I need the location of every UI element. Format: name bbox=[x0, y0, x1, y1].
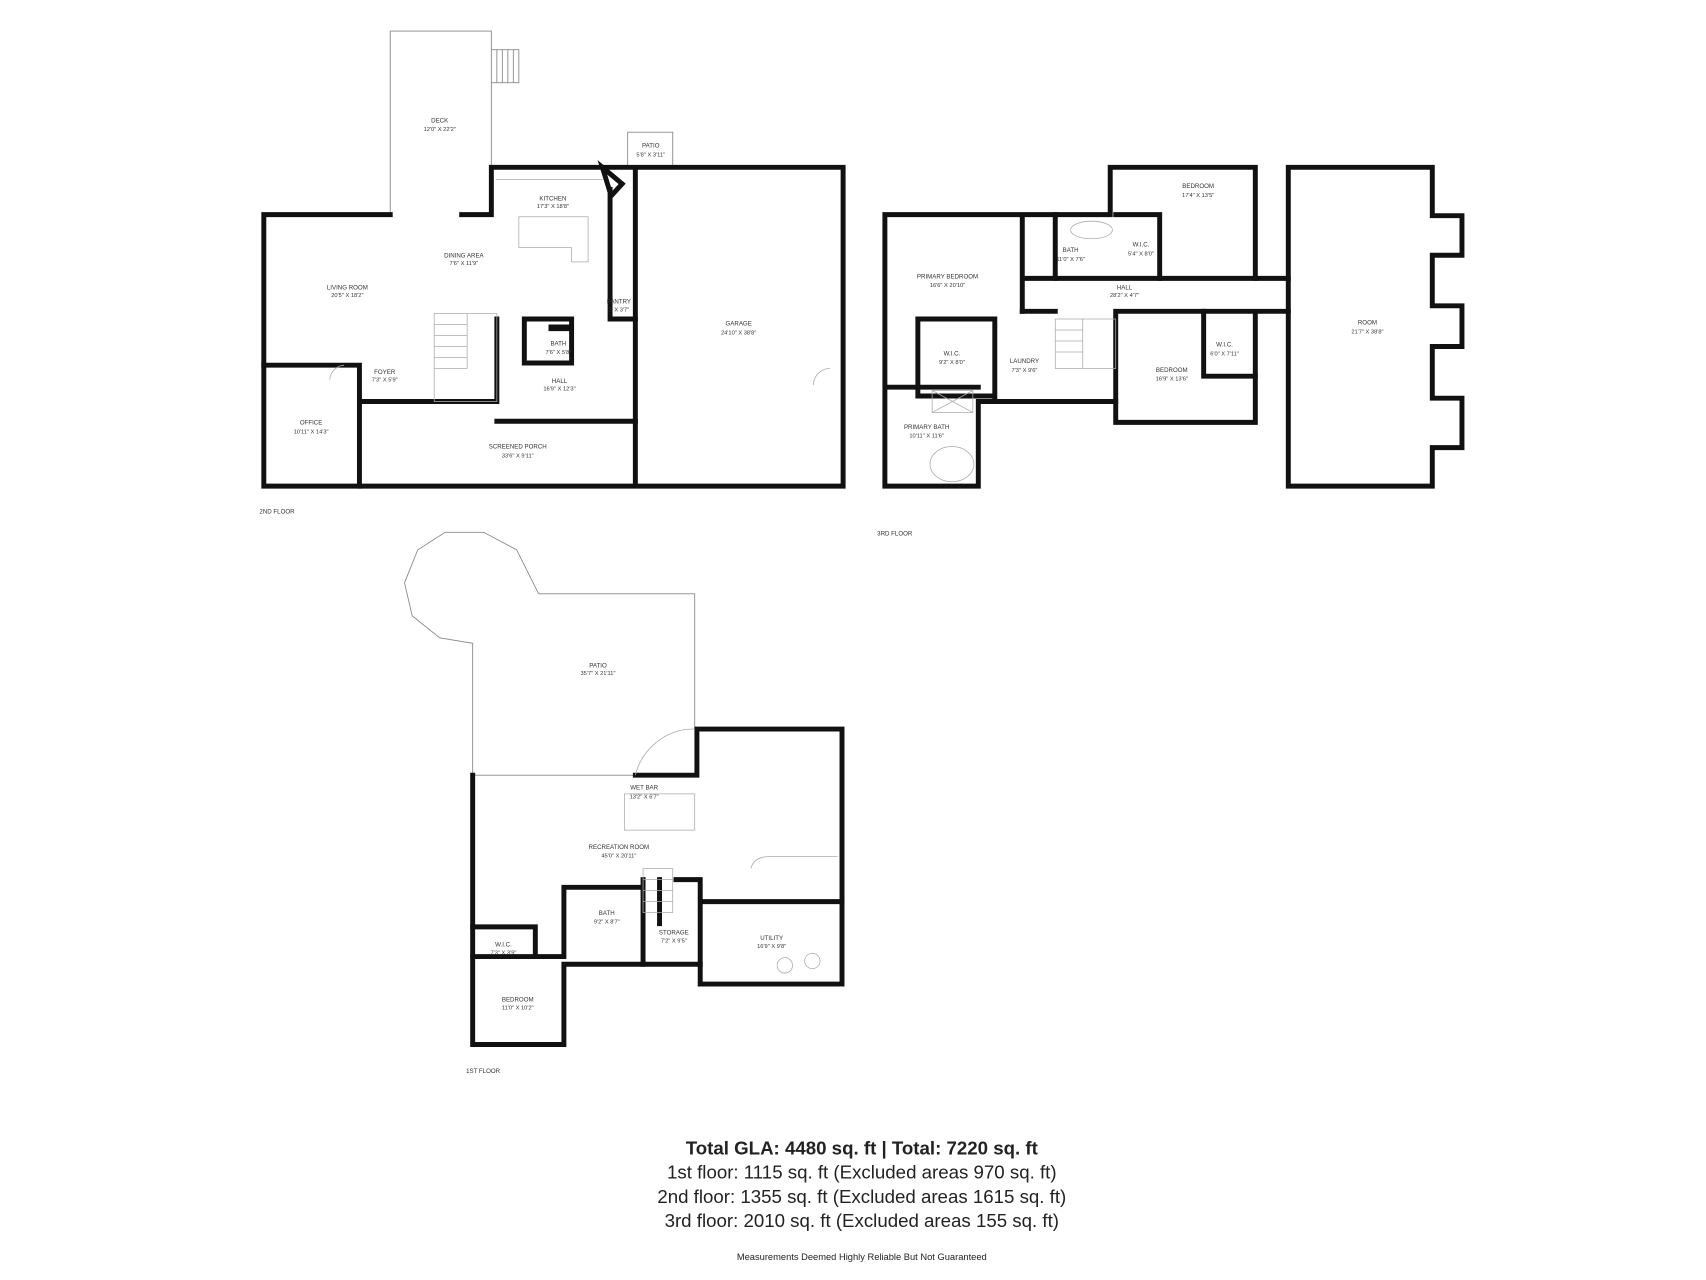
room-dimensions: 7'6" X 11'9" bbox=[450, 261, 479, 267]
room-dimensions: 10'11" X 14'3" bbox=[294, 429, 329, 435]
room-dimensions: 10'11" X 11'6" bbox=[909, 434, 944, 440]
room-dimensions: 6'0" X 7'11" bbox=[1210, 351, 1239, 357]
floor-label: 1ST FLOOR bbox=[466, 1068, 501, 1075]
room-dimensions: 9'2" X 8'0" bbox=[939, 360, 965, 366]
room-name: DINING AREA bbox=[444, 252, 484, 259]
room-dimensions: 16'9" X 12'3" bbox=[543, 386, 575, 392]
floor-label: 2ND FLOOR bbox=[259, 509, 295, 516]
room-name: BATH bbox=[1063, 247, 1079, 254]
second-floor-area: 2nd floor: 1355 sq. ft (Excluded areas 1… bbox=[657, 1186, 1066, 1207]
room-name: OFFICE bbox=[300, 420, 323, 427]
room-name: UTILITY bbox=[760, 935, 783, 942]
room-name: W.I.C. bbox=[1216, 342, 1233, 349]
room-name: GARAGE bbox=[726, 321, 752, 328]
room-dimensions: 13'2" X 6'7" bbox=[630, 794, 659, 800]
room-name: PANTRY bbox=[607, 299, 631, 306]
room-dimensions: 24'10" X 38'8" bbox=[721, 330, 756, 336]
room-name: WET BAR bbox=[630, 784, 658, 791]
room-name: BEDROOM bbox=[1156, 367, 1188, 374]
room-name: W.I.C. bbox=[944, 350, 961, 357]
room-dimensions: 5'8" X 3'11" bbox=[636, 152, 665, 158]
room-dimensions: 11'0" X 7'6" bbox=[1056, 257, 1085, 263]
room-name: DECK bbox=[431, 117, 449, 124]
room-dimensions: 7'3" X 9'6" bbox=[1012, 368, 1038, 374]
room-dimensions: 12'0" X 22'2" bbox=[424, 127, 456, 133]
room-name: BEDROOM bbox=[1182, 183, 1214, 190]
room-name: STORAGE bbox=[659, 930, 689, 937]
room-name: HALL bbox=[552, 378, 568, 385]
first-floor-plan: PATIO 35'7" X 21'11" WET BAR 13'2" X 6'7… bbox=[404, 531, 845, 1075]
room-name: HALL bbox=[1117, 284, 1133, 291]
room-dimensions: 7'3" X 3'9" bbox=[491, 950, 517, 956]
room-dimensions: 16'9" X 9'8" bbox=[757, 944, 786, 950]
room-name: FOYER bbox=[374, 369, 396, 376]
room-dimensions: 5'4" X 8'0" bbox=[1128, 251, 1154, 257]
room-dimensions: 33'6" X 9'11" bbox=[502, 454, 534, 460]
first-floor-area: 1st floor: 1115 sq. ft (Excluded areas 9… bbox=[667, 1162, 1057, 1183]
room-name: SCREENED PORCH bbox=[489, 444, 547, 451]
third-floor-area: 3rd floor: 2010 sq. ft (Excluded areas 1… bbox=[665, 1210, 1059, 1231]
room-dimensions: 16'9" X 13'6" bbox=[1156, 377, 1188, 383]
room-name: LIVING ROOM bbox=[327, 284, 368, 291]
room-name: BEDROOM bbox=[502, 997, 534, 1004]
room-name: PRIMARY BATH bbox=[904, 424, 949, 431]
room-name: KITCHEN bbox=[539, 195, 566, 202]
room-dimensions: 21'7" X 38'8" bbox=[1351, 329, 1383, 335]
room-name: BATH bbox=[550, 340, 566, 347]
room-dimensions: 17'4" X 13'5" bbox=[1182, 193, 1214, 199]
floor-label: 3RD FLOOR bbox=[877, 531, 913, 538]
total-area: Total GLA: 4480 sq. ft | Total: 7220 sq.… bbox=[686, 1137, 1038, 1158]
room-name: W.I.C. bbox=[495, 942, 512, 949]
room-name: ROOM bbox=[1358, 320, 1377, 327]
area-summary: Total GLA: 4480 sq. ft | Total: 7220 sq.… bbox=[657, 1137, 1066, 1262]
room-dimensions: 17'3" X 18'8" bbox=[537, 204, 569, 210]
room-name: PATIO bbox=[589, 662, 607, 669]
room-dimensions: 7'2" X 9'5" bbox=[661, 938, 687, 944]
room-dimensions: 16'6" X 20'10" bbox=[930, 283, 965, 289]
room-name: BATH bbox=[599, 910, 615, 917]
second-floor-plan: DECK 12'0" X 22'2" PATIO 5'8" X 3'11" KI… bbox=[259, 30, 846, 516]
room-dimensions: 7'3" X 5'9" bbox=[372, 378, 398, 384]
room-dimensions: 3' X 3'7" bbox=[609, 307, 630, 313]
room-dimensions: 45'0" X 20'11" bbox=[601, 854, 636, 860]
third-floor-plan: PRIMARY BEDROOM 16'6" X 20'10" BATH 11'0… bbox=[877, 164, 1465, 538]
room-dimensions: 7'6" X 5'8" bbox=[545, 350, 571, 356]
room-name: PRIMARY BEDROOM bbox=[917, 273, 978, 280]
room-dimensions: 9'2" X 8'7" bbox=[594, 920, 620, 926]
disclaimer: Measurements Deemed Highly Reliable But … bbox=[737, 1252, 987, 1262]
room-dimensions: 11'0" X 10'2" bbox=[502, 1005, 534, 1011]
room-name: LAUNDRY bbox=[1010, 358, 1039, 365]
room-name: W.I.C. bbox=[1133, 241, 1150, 248]
room-dimensions: 28'2" X 4'7" bbox=[1110, 293, 1139, 299]
room-dimensions: 35'7" X 21'11" bbox=[580, 671, 615, 677]
room-name: RECREATION ROOM bbox=[589, 844, 650, 851]
room-dimensions: 20'5" X 18'2" bbox=[331, 293, 363, 299]
room-name: PATIO bbox=[642, 143, 660, 150]
